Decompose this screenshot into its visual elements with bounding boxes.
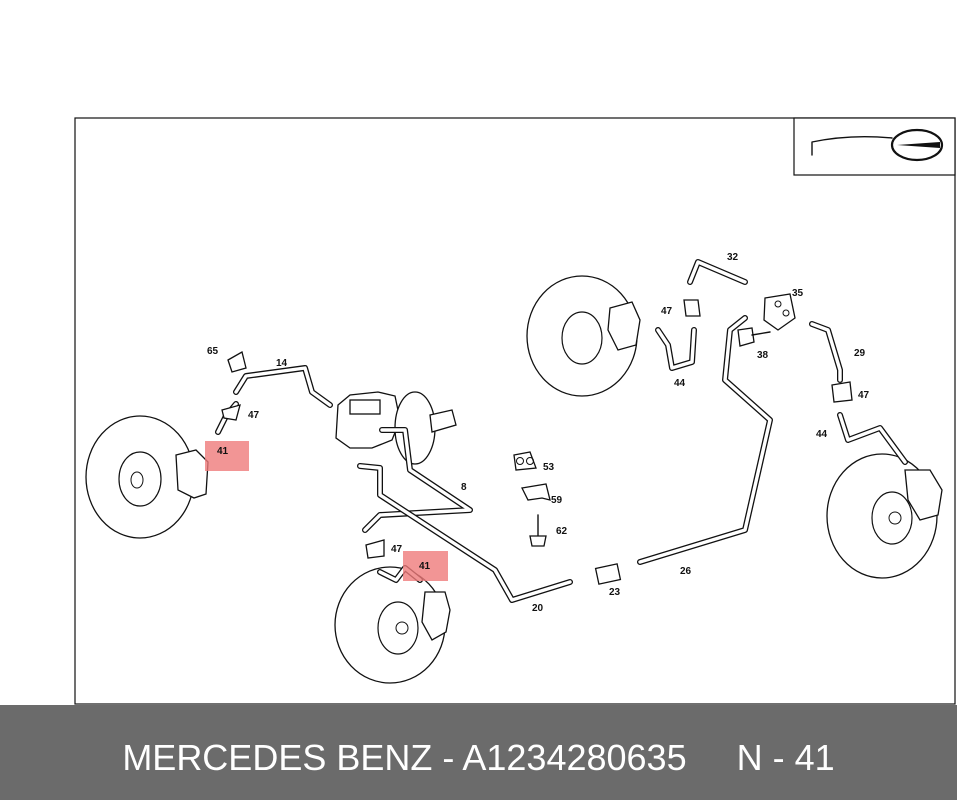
part-caption: MERCEDES BENZ - A1234280635 N - 41 xyxy=(0,705,957,800)
label-14: 14 xyxy=(276,358,288,369)
label-35: 35 xyxy=(792,288,804,299)
brand-name: MERCEDES BENZ xyxy=(122,737,433,778)
highlight-41-front-left xyxy=(205,441,249,471)
highlight-41-front-right xyxy=(403,551,448,581)
label-32: 32 xyxy=(727,252,739,263)
rear-right-brake-disc xyxy=(826,453,943,579)
part-caption-bar: MERCEDES BENZ - A1234280635 N - 41 xyxy=(0,705,957,800)
caption-separator: - xyxy=(432,737,463,778)
diagram-frame xyxy=(74,117,956,705)
label-20: 20 xyxy=(532,603,544,614)
brake-lines-diagram: 65 14 47 41 8 47 41 20 23 26 53 59 62 32… xyxy=(74,117,956,705)
label-29: 29 xyxy=(854,348,866,359)
label-59: 59 xyxy=(551,495,563,506)
label-47-rear-right: 47 xyxy=(858,390,870,401)
rear-left-brake-disc xyxy=(526,275,641,397)
label-41-front-right: 41 xyxy=(419,561,431,572)
label-47-front-right: 47 xyxy=(391,544,403,555)
part-number: A1234280635 xyxy=(462,737,687,778)
label-65: 65 xyxy=(207,346,219,357)
caption-gap xyxy=(687,737,737,778)
label-47-front-left: 47 xyxy=(248,410,260,421)
label-41-front-left: 41 xyxy=(217,446,229,457)
label-8: 8 xyxy=(461,482,467,493)
label-44-rear-right: 44 xyxy=(816,429,828,440)
label-38: 38 xyxy=(757,350,769,361)
front-right-brake-disc xyxy=(334,566,451,684)
front-left-brake-disc xyxy=(85,415,209,539)
label-62: 62 xyxy=(556,526,568,537)
label-47-rear-left: 47 xyxy=(661,306,673,317)
label-44-rear-left: 44 xyxy=(674,378,686,389)
diagram-position: N - 41 xyxy=(736,737,835,778)
label-26: 26 xyxy=(680,566,692,577)
vehicle-orientation-icon xyxy=(793,117,956,176)
brake-lines xyxy=(215,259,908,603)
brake-master-cylinder xyxy=(335,391,457,465)
small-parts xyxy=(221,293,853,585)
label-53: 53 xyxy=(543,462,555,473)
label-23: 23 xyxy=(609,587,621,598)
